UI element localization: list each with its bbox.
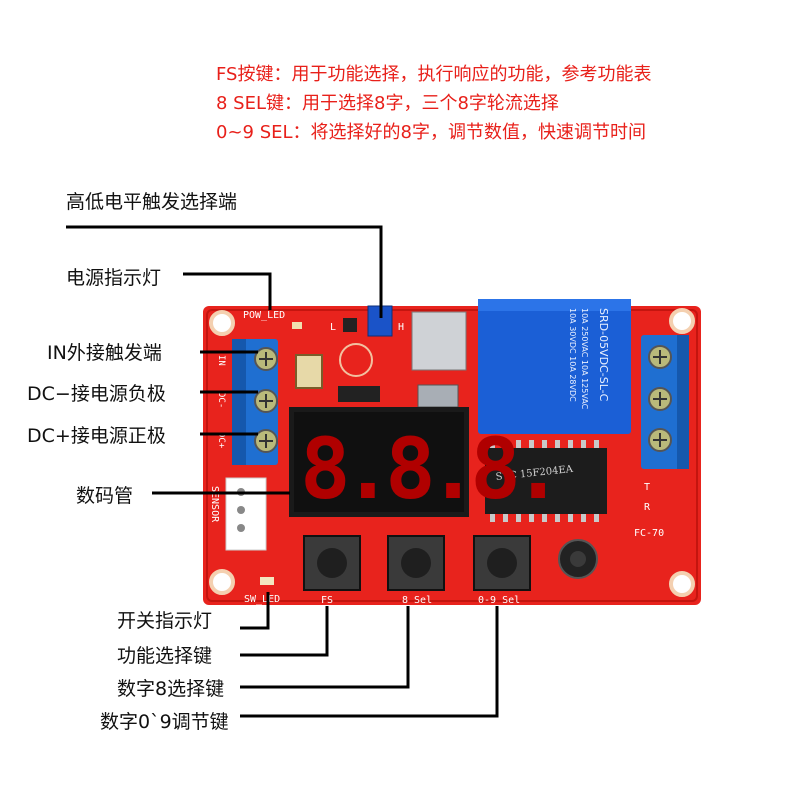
display-digits: 8.8.8. — [300, 420, 555, 518]
label-in-terminal: IN外接触发端 — [47, 342, 162, 364]
trimmer — [295, 354, 323, 389]
silk-h: H — [398, 322, 404, 333]
silk-dc-minus: DC- — [216, 392, 226, 408]
line-power-led — [183, 272, 272, 310]
note-fs: FS按键：用于功能选择，执行响应的功能，参考功能表 — [216, 64, 652, 85]
label-switch-led: 开关指示灯 — [117, 610, 213, 632]
note-8sel: 8 SEL键：用于选择8字，三个8字轮流选择 — [216, 93, 559, 114]
capacitor — [558, 539, 598, 579]
label-sel09-key: 数字0`9调节键 — [100, 711, 229, 733]
silk-model: FC-70 — [634, 528, 664, 539]
silk-dc-plus: DC+ — [216, 432, 226, 449]
silk-sensor: SENSOR — [209, 486, 220, 523]
silk-sw-led: SW_LED — [244, 594, 280, 605]
label-display: 数码管 — [76, 485, 134, 507]
mounting-holes — [209, 308, 695, 597]
line-sel8-key — [240, 606, 410, 689]
buzzer-pad — [339, 343, 373, 377]
seven-segment-display — [289, 407, 469, 517]
relay-model: SRD-05VDC-SL-C — [597, 308, 610, 402]
line-trigger-select — [66, 225, 383, 318]
silk-in: IN — [216, 355, 226, 366]
label-dc-minus: DC−接电源负极 — [27, 383, 166, 405]
diode — [338, 386, 380, 402]
silk-r: R — [644, 502, 651, 513]
label-sel8-key: 数字8选择键 — [117, 678, 225, 700]
mcu-chip — [485, 440, 607, 522]
silk-8sel: 8 Sel — [402, 595, 432, 606]
sensor-header — [225, 477, 267, 551]
silk-pow-led: POW_LED — [243, 310, 285, 321]
relay-rating-1: 10A 250VAC 10A 125VAC — [580, 308, 589, 410]
output-terminal-block — [641, 335, 689, 469]
line-switch-led — [240, 592, 270, 630]
silk-t: T — [644, 482, 650, 493]
label-power-led: 电源指示灯 — [66, 267, 162, 289]
sel09-button — [473, 535, 531, 591]
label-fs-key: 功能选择键 — [117, 645, 213, 667]
power-led — [292, 322, 302, 329]
fs-button — [303, 535, 361, 591]
note-09sel: 0~9 SEL：将选择好的8字，调节数值，快速调节时间 — [216, 122, 646, 143]
label-trigger-select: 高低电平触发选择端 — [66, 191, 238, 213]
transistor-pad — [411, 311, 467, 371]
switch-led — [260, 577, 274, 585]
silk-09sel: 0-9 Sel — [478, 595, 520, 606]
relay-rating-2: 10A 30VDC 10A 28VDC — [568, 308, 577, 402]
relay — [478, 299, 631, 434]
silk-l: L — [330, 322, 336, 333]
sel8-button — [387, 535, 445, 591]
line-fs-key — [240, 606, 329, 657]
line-sel09-key — [240, 606, 499, 718]
silk-fs: FS — [321, 595, 333, 606]
label-dc-plus: DC+接电源正极 — [27, 425, 166, 447]
